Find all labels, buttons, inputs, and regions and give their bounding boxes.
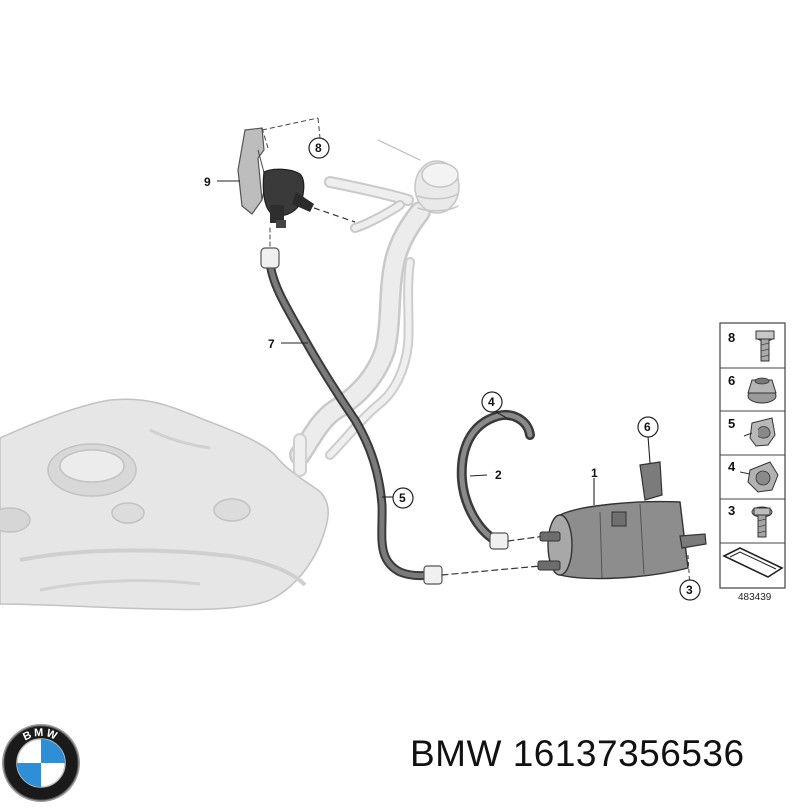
- logo-letters: BMW: [21, 727, 58, 744]
- short-hose-illustration: [456, 410, 546, 550]
- callout-1: 1: [591, 466, 598, 480]
- callout-7: 7: [268, 337, 275, 351]
- carbon-canister-illustration: [537, 461, 707, 591]
- bolt-icon: [755, 330, 775, 362]
- legend-label-4: 4: [728, 459, 736, 474]
- svg-text:BMW: BMW: [21, 727, 60, 744]
- callout-4: 4: [488, 395, 495, 409]
- direction-arrow-icon: [722, 547, 784, 578]
- bracket-and-valve-illustration: [237, 117, 356, 228]
- part-number-caption: BMW 16137356536: [410, 733, 745, 774]
- screw-icon: [751, 506, 773, 538]
- legend-label-6: 6: [728, 373, 735, 388]
- callout-8: 8: [315, 141, 322, 155]
- callout-8-circle: [308, 137, 330, 159]
- callout-6: 6: [644, 420, 651, 434]
- bmw-logo: BMW: [0, 722, 82, 804]
- callout-2: 2: [495, 468, 502, 482]
- callout-9: 9: [204, 175, 211, 189]
- legend-label-5: 5: [728, 416, 735, 431]
- small-parts-legend: 8 6 5 4 3: [719, 322, 786, 603]
- vent-hose-illustration: [260, 227, 541, 585]
- callout-5: 5: [399, 491, 406, 505]
- callout-4-circle: [481, 391, 503, 413]
- callout-6-circle: [637, 416, 659, 438]
- legend-label-8: 8: [728, 330, 735, 345]
- hose-clip-icon: [743, 417, 776, 447]
- nut-icon: [747, 377, 777, 404]
- legend-label-3: 3: [728, 503, 735, 518]
- diagram-number: 483439: [738, 592, 772, 603]
- fuel-tank-illustration: [0, 398, 329, 611]
- callout-3-circle: [679, 579, 701, 601]
- filler-neck-illustration: [289, 139, 460, 477]
- callout-5-circle: [392, 487, 414, 509]
- clamp-icon: [739, 461, 779, 493]
- callout-3: 3: [686, 583, 693, 597]
